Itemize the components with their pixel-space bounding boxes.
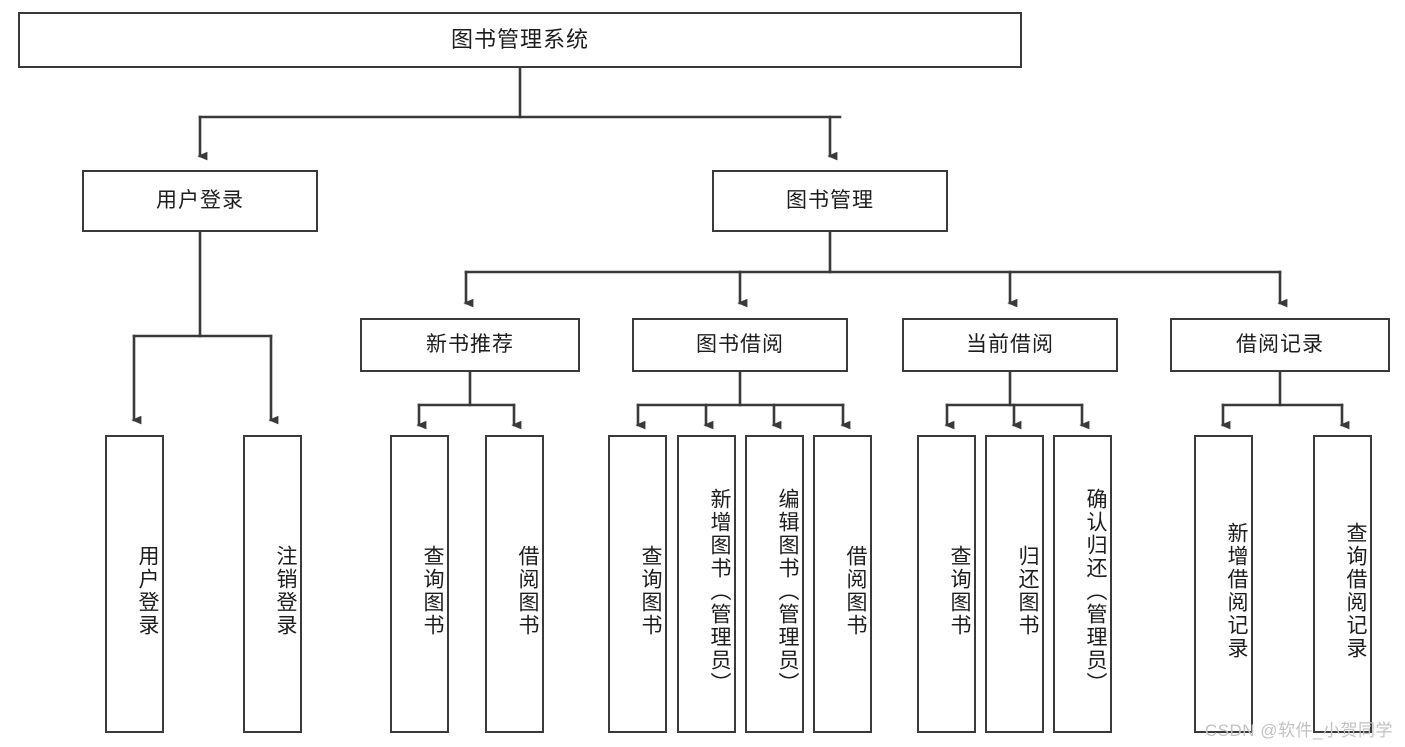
leaf-book-borrow-borrow[interactable]: 借阅图书 (813, 435, 872, 733)
leaf-book-borrow-add[interactable]: 新增图书（管理员） (677, 435, 736, 733)
node-user-login-label: 用户登录 (156, 189, 244, 213)
leaf-book-borrow-add-label: 新增图书（管理员） (708, 487, 731, 695)
leaf-book-borrow-query-label: 查询图书 (639, 545, 662, 637)
node-book-management[interactable]: 图书管理 (712, 170, 948, 232)
leaf-borrow-record-query-label: 查询借阅记录 (1344, 522, 1367, 660)
node-borrow-record[interactable]: 借阅记录 (1170, 318, 1390, 372)
leaf-user-login-signout-label: 注销登录 (274, 545, 297, 637)
leaf-current-borrow-confirm-label: 确认归还（管理员） (1084, 487, 1107, 695)
node-root-label: 图书管理系统 (450, 26, 589, 52)
node-root-system[interactable]: 图书管理系统 (18, 12, 1022, 68)
node-current-borrow[interactable]: 当前借阅 (902, 318, 1118, 372)
leaf-book-borrow-edit-label: 编辑图书（管理员） (776, 487, 799, 695)
leaf-borrow-record-add-label: 新增借阅记录 (1225, 522, 1248, 660)
leaf-new-book-borrow[interactable]: 借阅图书 (485, 435, 544, 733)
node-book-management-label: 图书管理 (786, 189, 874, 213)
leaf-book-borrow-edit[interactable]: 编辑图书（管理员） (745, 435, 804, 733)
leaf-new-book-borrow-label: 借阅图书 (516, 545, 539, 637)
leaf-current-borrow-return[interactable]: 归还图书 (985, 435, 1044, 733)
node-book-borrow-label: 图书借阅 (696, 333, 784, 357)
leaf-current-borrow-query[interactable]: 查询图书 (917, 435, 976, 733)
watermark-text: CSDN @软件_小贺同学 (1204, 721, 1393, 740)
node-new-book-recommend-label: 新书推荐 (426, 333, 514, 357)
leaf-user-login-signin[interactable]: 用户登录 (105, 435, 164, 733)
leaf-user-login-signin-label: 用户登录 (136, 545, 159, 637)
leaf-current-borrow-confirm[interactable]: 确认归还（管理员） (1053, 435, 1112, 733)
leaf-borrow-record-query[interactable]: 查询借阅记录 (1313, 435, 1372, 733)
leaf-book-borrow-borrow-label: 借阅图书 (844, 545, 867, 637)
node-borrow-record-label: 借阅记录 (1236, 333, 1324, 357)
leaf-new-book-query[interactable]: 查询图书 (390, 435, 449, 733)
node-book-borrow[interactable]: 图书借阅 (632, 318, 848, 372)
leaf-book-borrow-query[interactable]: 查询图书 (608, 435, 667, 733)
leaf-new-book-query-label: 查询图书 (421, 545, 444, 637)
node-current-borrow-label: 当前借阅 (966, 333, 1054, 357)
leaf-user-login-signout[interactable]: 注销登录 (243, 435, 302, 733)
leaf-current-borrow-return-label: 归还图书 (1016, 545, 1039, 637)
leaf-borrow-record-add[interactable]: 新增借阅记录 (1194, 435, 1253, 733)
node-user-login[interactable]: 用户登录 (82, 170, 318, 232)
node-new-book-recommend[interactable]: 新书推荐 (360, 318, 580, 372)
leaf-current-borrow-query-label: 查询图书 (948, 545, 971, 637)
